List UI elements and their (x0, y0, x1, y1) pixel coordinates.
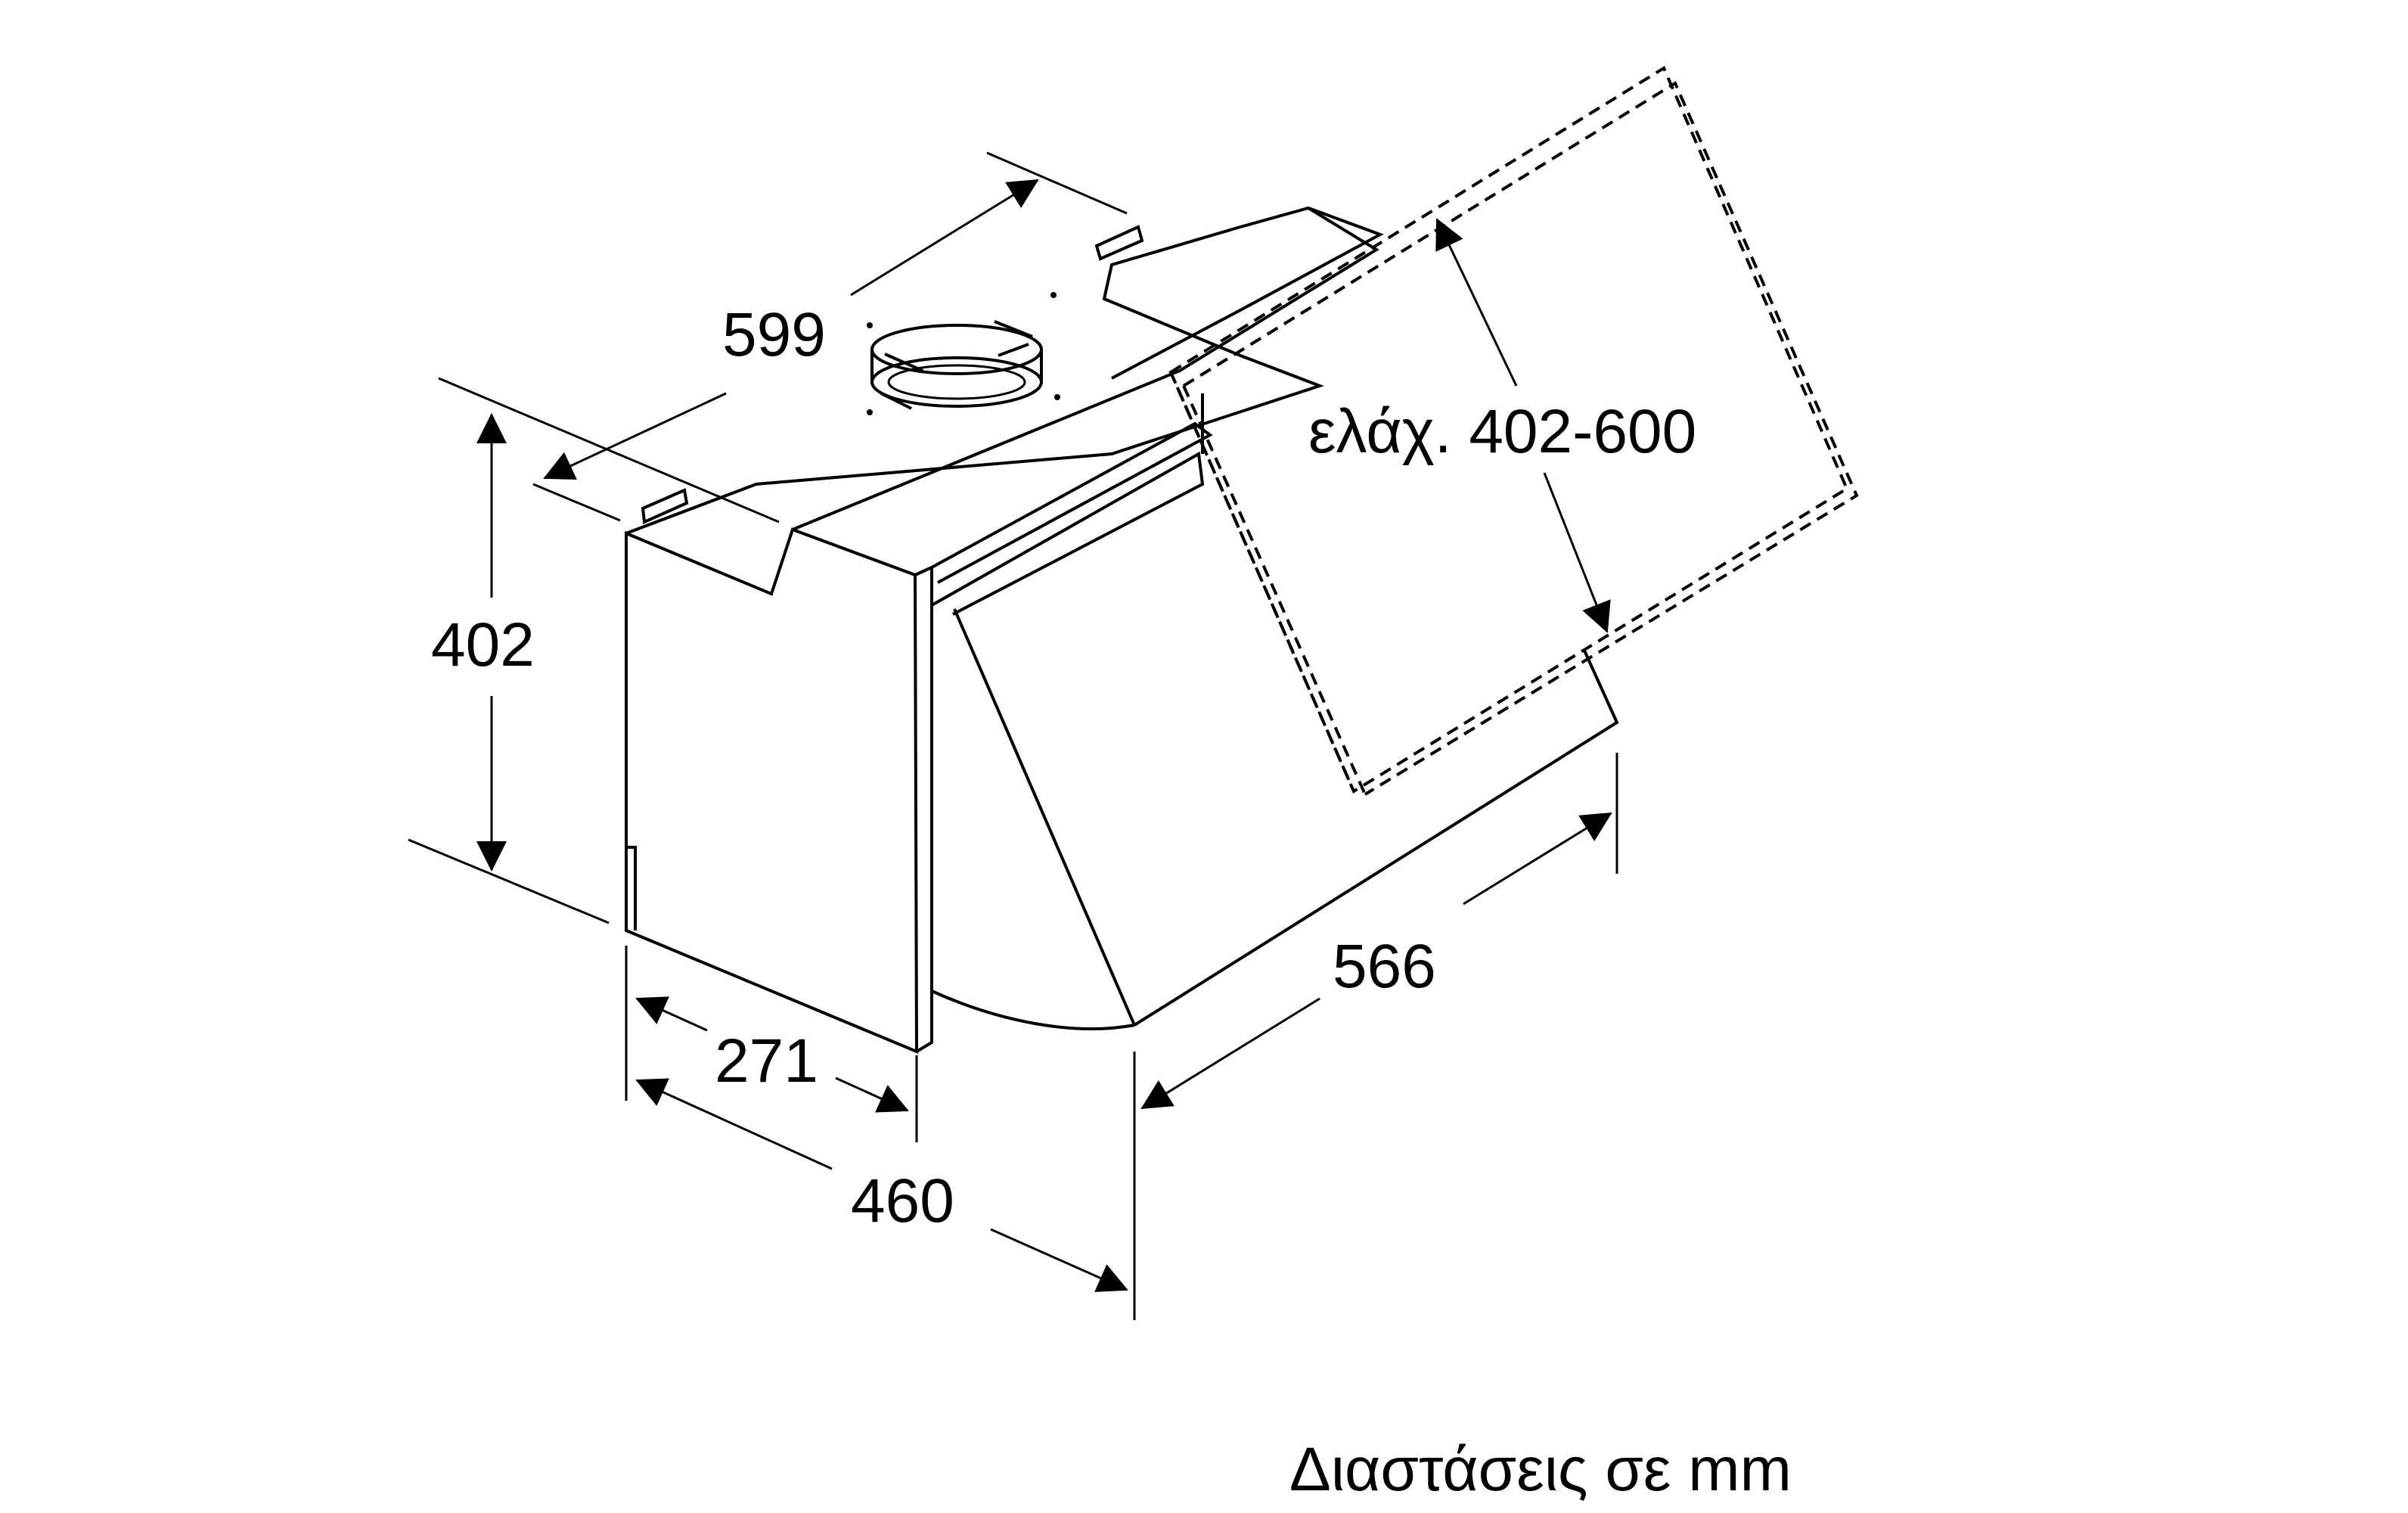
units-caption: Διαστάσεις σε mm (1289, 1435, 1792, 1504)
dimension-460: 460 (635, 1052, 1136, 1320)
dimension-chimney: ελάχ. 402-600 (1308, 218, 1696, 633)
dimension-599: 599 (438, 151, 1128, 523)
dimension-402: 402 (408, 413, 610, 924)
dim-label-460: 460 (851, 1167, 954, 1235)
dim-label-599: 599 (722, 300, 826, 369)
dim-label-271: 271 (715, 1027, 818, 1095)
dimension-271: 271 (625, 946, 918, 1142)
dim-label-566: 566 (1333, 932, 1436, 1001)
dim-label-chimney: ελάχ. 402-600 (1308, 397, 1696, 466)
dim-label-402: 402 (431, 610, 535, 679)
outlet-collar (867, 292, 1060, 415)
dimension-566: 566 (1140, 753, 1618, 1110)
chimney-outline (1168, 66, 1859, 796)
